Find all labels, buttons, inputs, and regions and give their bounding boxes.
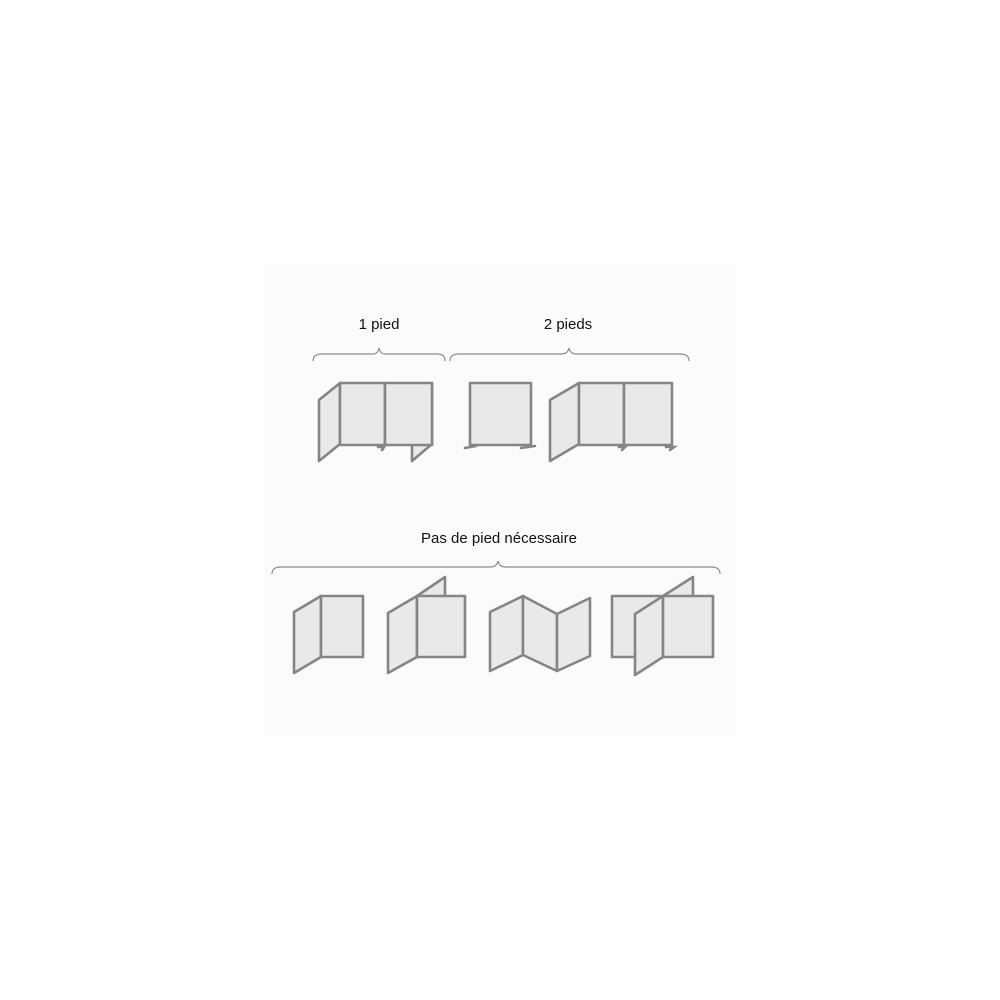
brace-no-foot-needed: [271, 560, 721, 575]
config-t-shape-three-panels: [386, 575, 467, 675]
panel-right: [622, 381, 674, 447]
panel-right: [555, 596, 592, 673]
foot-right: [519, 444, 537, 450]
config-angled-three-panels: [548, 381, 678, 463]
label-no-foot-needed: Pas de pied nécessaire: [421, 530, 577, 547]
config-cross-shape-four-panels: [610, 575, 715, 677]
foot-center: [617, 445, 629, 452]
panel-left-wing: [386, 594, 419, 675]
panel-left-wing: [292, 594, 323, 675]
panel-center: [521, 594, 559, 673]
label-one-foot: 1 pied: [359, 316, 400, 333]
panel-left-wing: [548, 381, 581, 463]
panel-front-right: [661, 594, 715, 659]
brace-two-feet: [449, 347, 690, 362]
panel-center-left: [338, 381, 387, 447]
panel-right: [319, 594, 365, 659]
brace-one-foot: [312, 347, 446, 362]
foot: [376, 445, 387, 452]
panel-left: [488, 594, 525, 673]
foot-right: [664, 445, 678, 452]
panel-center-right: [383, 381, 434, 447]
panel-center: [577, 381, 626, 447]
panel-single: [468, 381, 533, 447]
panel-right: [415, 594, 467, 659]
foot-left: [463, 444, 478, 450]
panel-left-wing: [317, 381, 342, 463]
config-zigzag-three-panels: [488, 594, 592, 673]
label-two-feet: 2 pieds: [544, 316, 592, 333]
config-two-panel-angle: [292, 594, 365, 675]
config-u-shape-four-panels: [317, 381, 434, 463]
config-single-panel: [463, 381, 537, 450]
